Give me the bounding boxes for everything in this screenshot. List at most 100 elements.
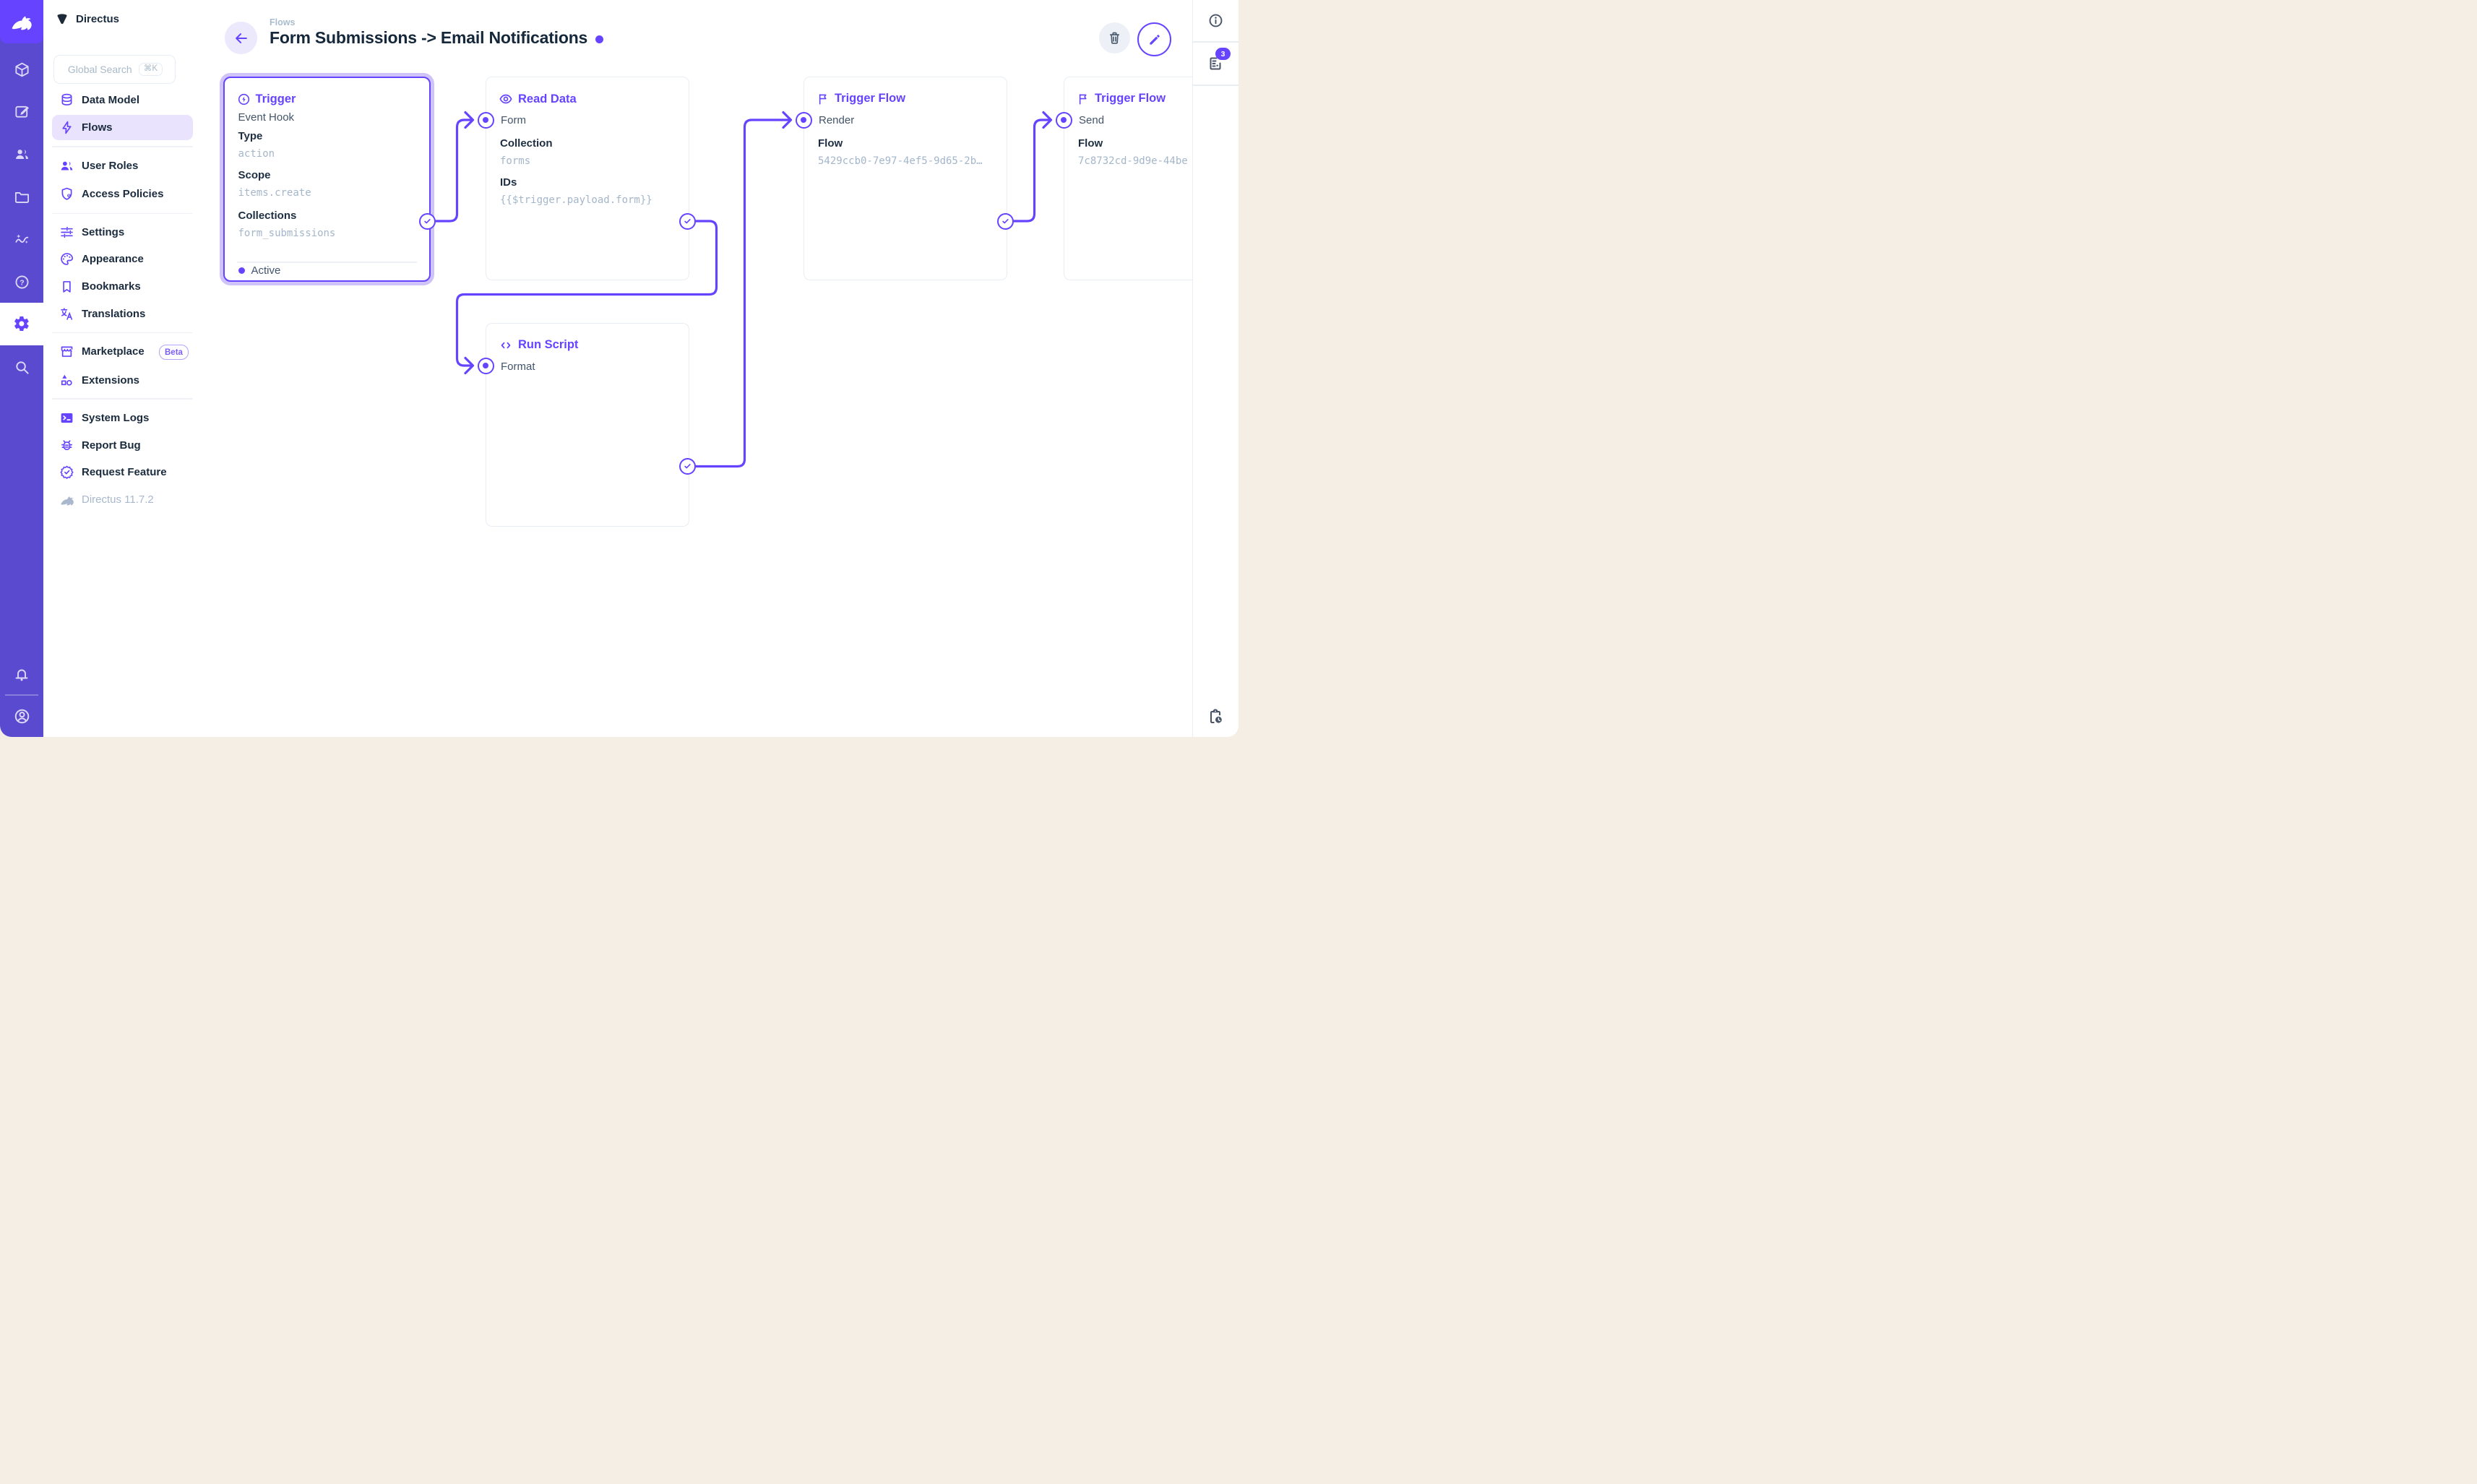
shapes-icon [59, 373, 74, 388]
check-icon [1000, 216, 1011, 227]
gear-icon [13, 315, 30, 332]
module-search-button[interactable] [7, 352, 37, 382]
sidebar-item-system-logs[interactable]: System Logs [52, 407, 193, 429]
module-settings-button[interactable] [7, 309, 37, 339]
field-value: {{$trigger.payload.form}} [500, 194, 652, 206]
global-search[interactable]: ⌘K [53, 55, 176, 84]
trigger-flow-render-resolve-handle[interactable] [996, 212, 1014, 230]
trigger-flow-render-input-handle[interactable] [795, 111, 812, 129]
app-version: Directus 11.7.2 [52, 489, 193, 511]
field-label: IDs [500, 176, 517, 189]
nav-divider [52, 332, 193, 333]
directus-rabbit-icon [9, 9, 34, 34]
sidebar-item-label: Report Bug [82, 439, 141, 452]
back-button[interactable] [225, 22, 257, 54]
panel-trigger[interactable]: Trigger Event Hook Type action Scope ite… [223, 77, 431, 282]
people-icon [59, 158, 74, 173]
sidebar-item-settings[interactable]: Settings [52, 221, 193, 243]
breadcrumb[interactable]: Flows [270, 17, 296, 27]
read-data-resolve-handle[interactable] [679, 212, 696, 230]
rail-divider [5, 694, 38, 696]
project-name-label: Directus [76, 12, 120, 25]
sidebar-item-label: Flows [82, 121, 113, 134]
code-icon [499, 338, 513, 353]
module-help-button[interactable] [7, 267, 37, 297]
sidebar-item-request-feature[interactable]: Request Feature [52, 462, 193, 483]
arrowhead [464, 356, 475, 375]
sidebar-item-marketplace[interactable]: Marketplace [52, 341, 193, 363]
trash-icon [1107, 30, 1122, 46]
sidebar-item-label: Marketplace [82, 345, 145, 358]
check-icon [422, 216, 433, 227]
bell-icon [13, 666, 30, 683]
box-icon [14, 61, 30, 78]
bookmark-icon [59, 279, 74, 294]
panel-title: Trigger Flow [1077, 92, 1166, 105]
nav-divider [52, 146, 193, 147]
field-value: forms [500, 155, 531, 167]
database-icon [59, 92, 74, 108]
read-data-input-handle[interactable] [477, 111, 494, 129]
run-script-input-handle[interactable] [477, 357, 494, 374]
flow-logs-button[interactable] [1201, 702, 1230, 731]
sidebar-item-label: Appearance [82, 252, 144, 265]
project-name[interactable]: Directus [55, 12, 119, 26]
active-nav-highlight [52, 114, 193, 140]
connector-run-script-to-trigger-flow-render [686, 118, 791, 468]
notifications-button[interactable] [7, 660, 37, 690]
info-button[interactable] [1201, 6, 1230, 35]
page-title: Form Submissions -> Email Notifications [270, 28, 588, 47]
project-logo[interactable] [0, 0, 43, 43]
delete-flow-button[interactable] [1099, 22, 1130, 53]
module-content-button[interactable] [7, 54, 37, 85]
sidebar-item-extensions[interactable]: Extensions [52, 369, 193, 391]
directus-rabbit-icon [59, 492, 75, 508]
right-sidebar-divider [1193, 41, 1238, 43]
search-input[interactable] [66, 63, 133, 76]
operation-key: Send [1079, 114, 1105, 126]
sidebar-item-access-policies[interactable]: Access Policies [52, 183, 193, 204]
sidebar-item-user-roles[interactable]: User Roles [52, 155, 193, 177]
trigger-resolve-handle[interactable] [418, 212, 436, 230]
panel-trigger-flow-render[interactable]: Trigger Flow Render Flow 5429ccb0-7e97-4… [804, 77, 1007, 280]
page-title-row: Form Submissions -> Email Notifications [270, 28, 604, 48]
module-files-button[interactable] [7, 181, 37, 212]
panel-trigger-flow-send[interactable]: Trigger Flow Send Flow 7c8732cd-9d9e-44b… [1064, 77, 1192, 280]
terminal-icon [59, 410, 74, 426]
sidebar-item-appearance[interactable]: Appearance [52, 248, 193, 269]
edit-icon [14, 103, 30, 120]
flag-icon [1077, 92, 1090, 105]
sidebar-item-label: Bookmarks [82, 280, 141, 293]
translate-icon [59, 306, 74, 322]
sidebar-item-data-model[interactable]: Data Model [52, 90, 193, 111]
sidebar-item-label: User Roles [82, 160, 139, 172]
trigger-flow-send-input-handle[interactable] [1055, 111, 1072, 129]
arrowhead [782, 111, 793, 129]
nav-divider [52, 398, 193, 400]
sidebar-item-translations[interactable]: Translations [52, 303, 193, 325]
sidebar-item-label: Request Feature [82, 466, 167, 478]
panel-title: Trigger [237, 92, 296, 106]
panel-run-script[interactable]: Run Script Format [486, 322, 689, 527]
panel-read-data[interactable]: Read Data Form Collection forms IDs {{$t… [486, 77, 689, 280]
account-button[interactable] [7, 701, 37, 731]
flow-canvas[interactable]: Flows Form Submissions -> Email Notifica… [197, 0, 1192, 737]
field-label: Scope [238, 169, 271, 181]
sidebar-item-label: Settings [82, 225, 125, 238]
sidebar-item-report-bug[interactable]: Report Bug [52, 434, 193, 456]
search-shortcut: ⌘K [138, 63, 163, 76]
sidebar-item-bookmarks[interactable]: Bookmarks [52, 275, 193, 297]
module-insights-button[interactable] [7, 224, 37, 254]
module-users-button[interactable] [7, 139, 37, 169]
check-icon [682, 461, 693, 472]
field-label: Collection [500, 137, 553, 150]
sidebar-item-label: Data Model [82, 94, 140, 106]
nav-divider [52, 212, 193, 214]
field-label: Type [238, 130, 263, 142]
sidebar-item-flows[interactable]: Flows [52, 116, 193, 138]
sidebar-item-label: System Logs [82, 412, 150, 424]
run-script-resolve-handle[interactable] [679, 458, 696, 475]
field-value: action [238, 148, 275, 160]
edit-flow-button[interactable] [1137, 22, 1171, 56]
module-editor-button[interactable] [7, 96, 37, 126]
